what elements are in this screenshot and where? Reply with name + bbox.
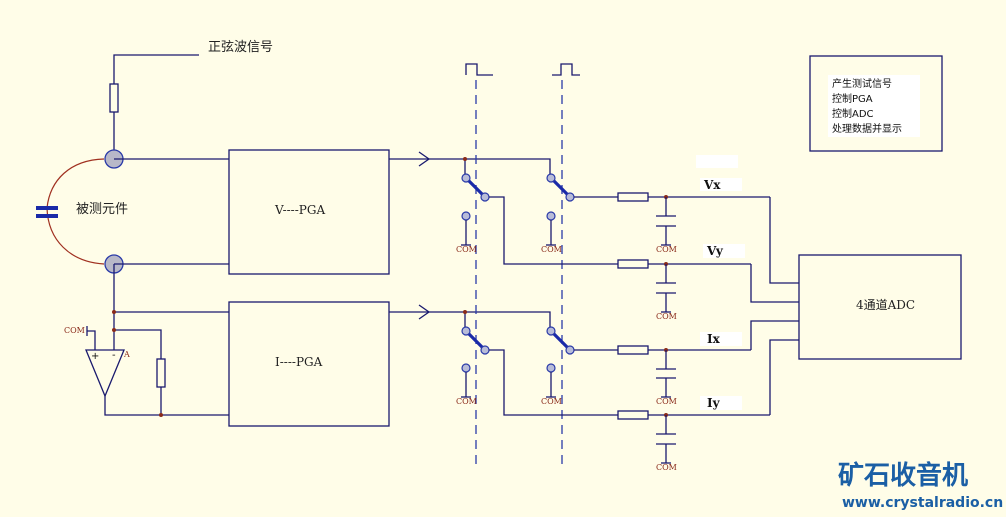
watermark-url: www.crystalradio.cn [842, 495, 1003, 511]
source-resistor [109, 83, 119, 113]
svg-text:COM: COM [656, 312, 677, 321]
adc-label: 4通道ADC [856, 298, 915, 312]
opamp-plus: + [91, 351, 99, 362]
rc-filter-vx: COM [617, 192, 770, 254]
switch-i1: COM [456, 326, 490, 406]
svg-text:COM: COM [656, 463, 677, 472]
controller-line-4: 处理数据并显示 [832, 122, 902, 135]
svg-text:COM: COM [456, 397, 477, 406]
opamp-name: A [123, 350, 130, 359]
svg-text:COM: COM [541, 397, 562, 406]
device-under-test: 被测元件 [36, 149, 128, 274]
v-pga-block [228, 149, 390, 275]
i-pga-label: I----PGA [275, 355, 323, 369]
switch-v1: COM [456, 173, 490, 254]
rc-filter-iy: COM [617, 410, 770, 472]
v-pga-label: V----PGA [274, 203, 325, 217]
signal-label-vy: Vy [706, 244, 724, 258]
rc-filter-vy: COM [617, 259, 751, 321]
opamp-com-label: COM [64, 326, 85, 335]
sine-source-branch: 正弦波信号 [109, 39, 273, 152]
watermark-title: 矿石收音机 [838, 460, 968, 491]
opamp [85, 349, 125, 398]
controller-line-2: 控制PGA [832, 92, 873, 105]
adc-block [798, 254, 962, 360]
opamp-minus: - [112, 350, 116, 361]
svg-text:COM: COM [541, 245, 562, 254]
svg-text:COM: COM [656, 397, 677, 406]
signal-label-iy: Iy [707, 396, 721, 410]
dut-label: 被测元件 [76, 202, 128, 217]
i-pga-block [228, 301, 390, 427]
feedback-resistor [156, 358, 166, 388]
controller-line-1: 产生测试信号 [832, 77, 892, 90]
signal-label-vx: Vx [703, 178, 721, 192]
svg-text:COM: COM [456, 245, 477, 254]
control-pulse-2 [552, 63, 580, 76]
signal-label-ix: Ix [707, 332, 721, 346]
control-pulse-1 [465, 63, 493, 76]
sine-signal-label: 正弦波信号 [208, 39, 273, 55]
rc-filter-ix: COM [617, 345, 751, 406]
switch-v2: COM [541, 173, 575, 254]
svg-text:COM: COM [656, 245, 677, 254]
switch-i2: COM [541, 326, 575, 406]
controller-line-3: 控制ADC [832, 107, 874, 120]
current-sense-circuit: COM + - A [64, 264, 229, 417]
